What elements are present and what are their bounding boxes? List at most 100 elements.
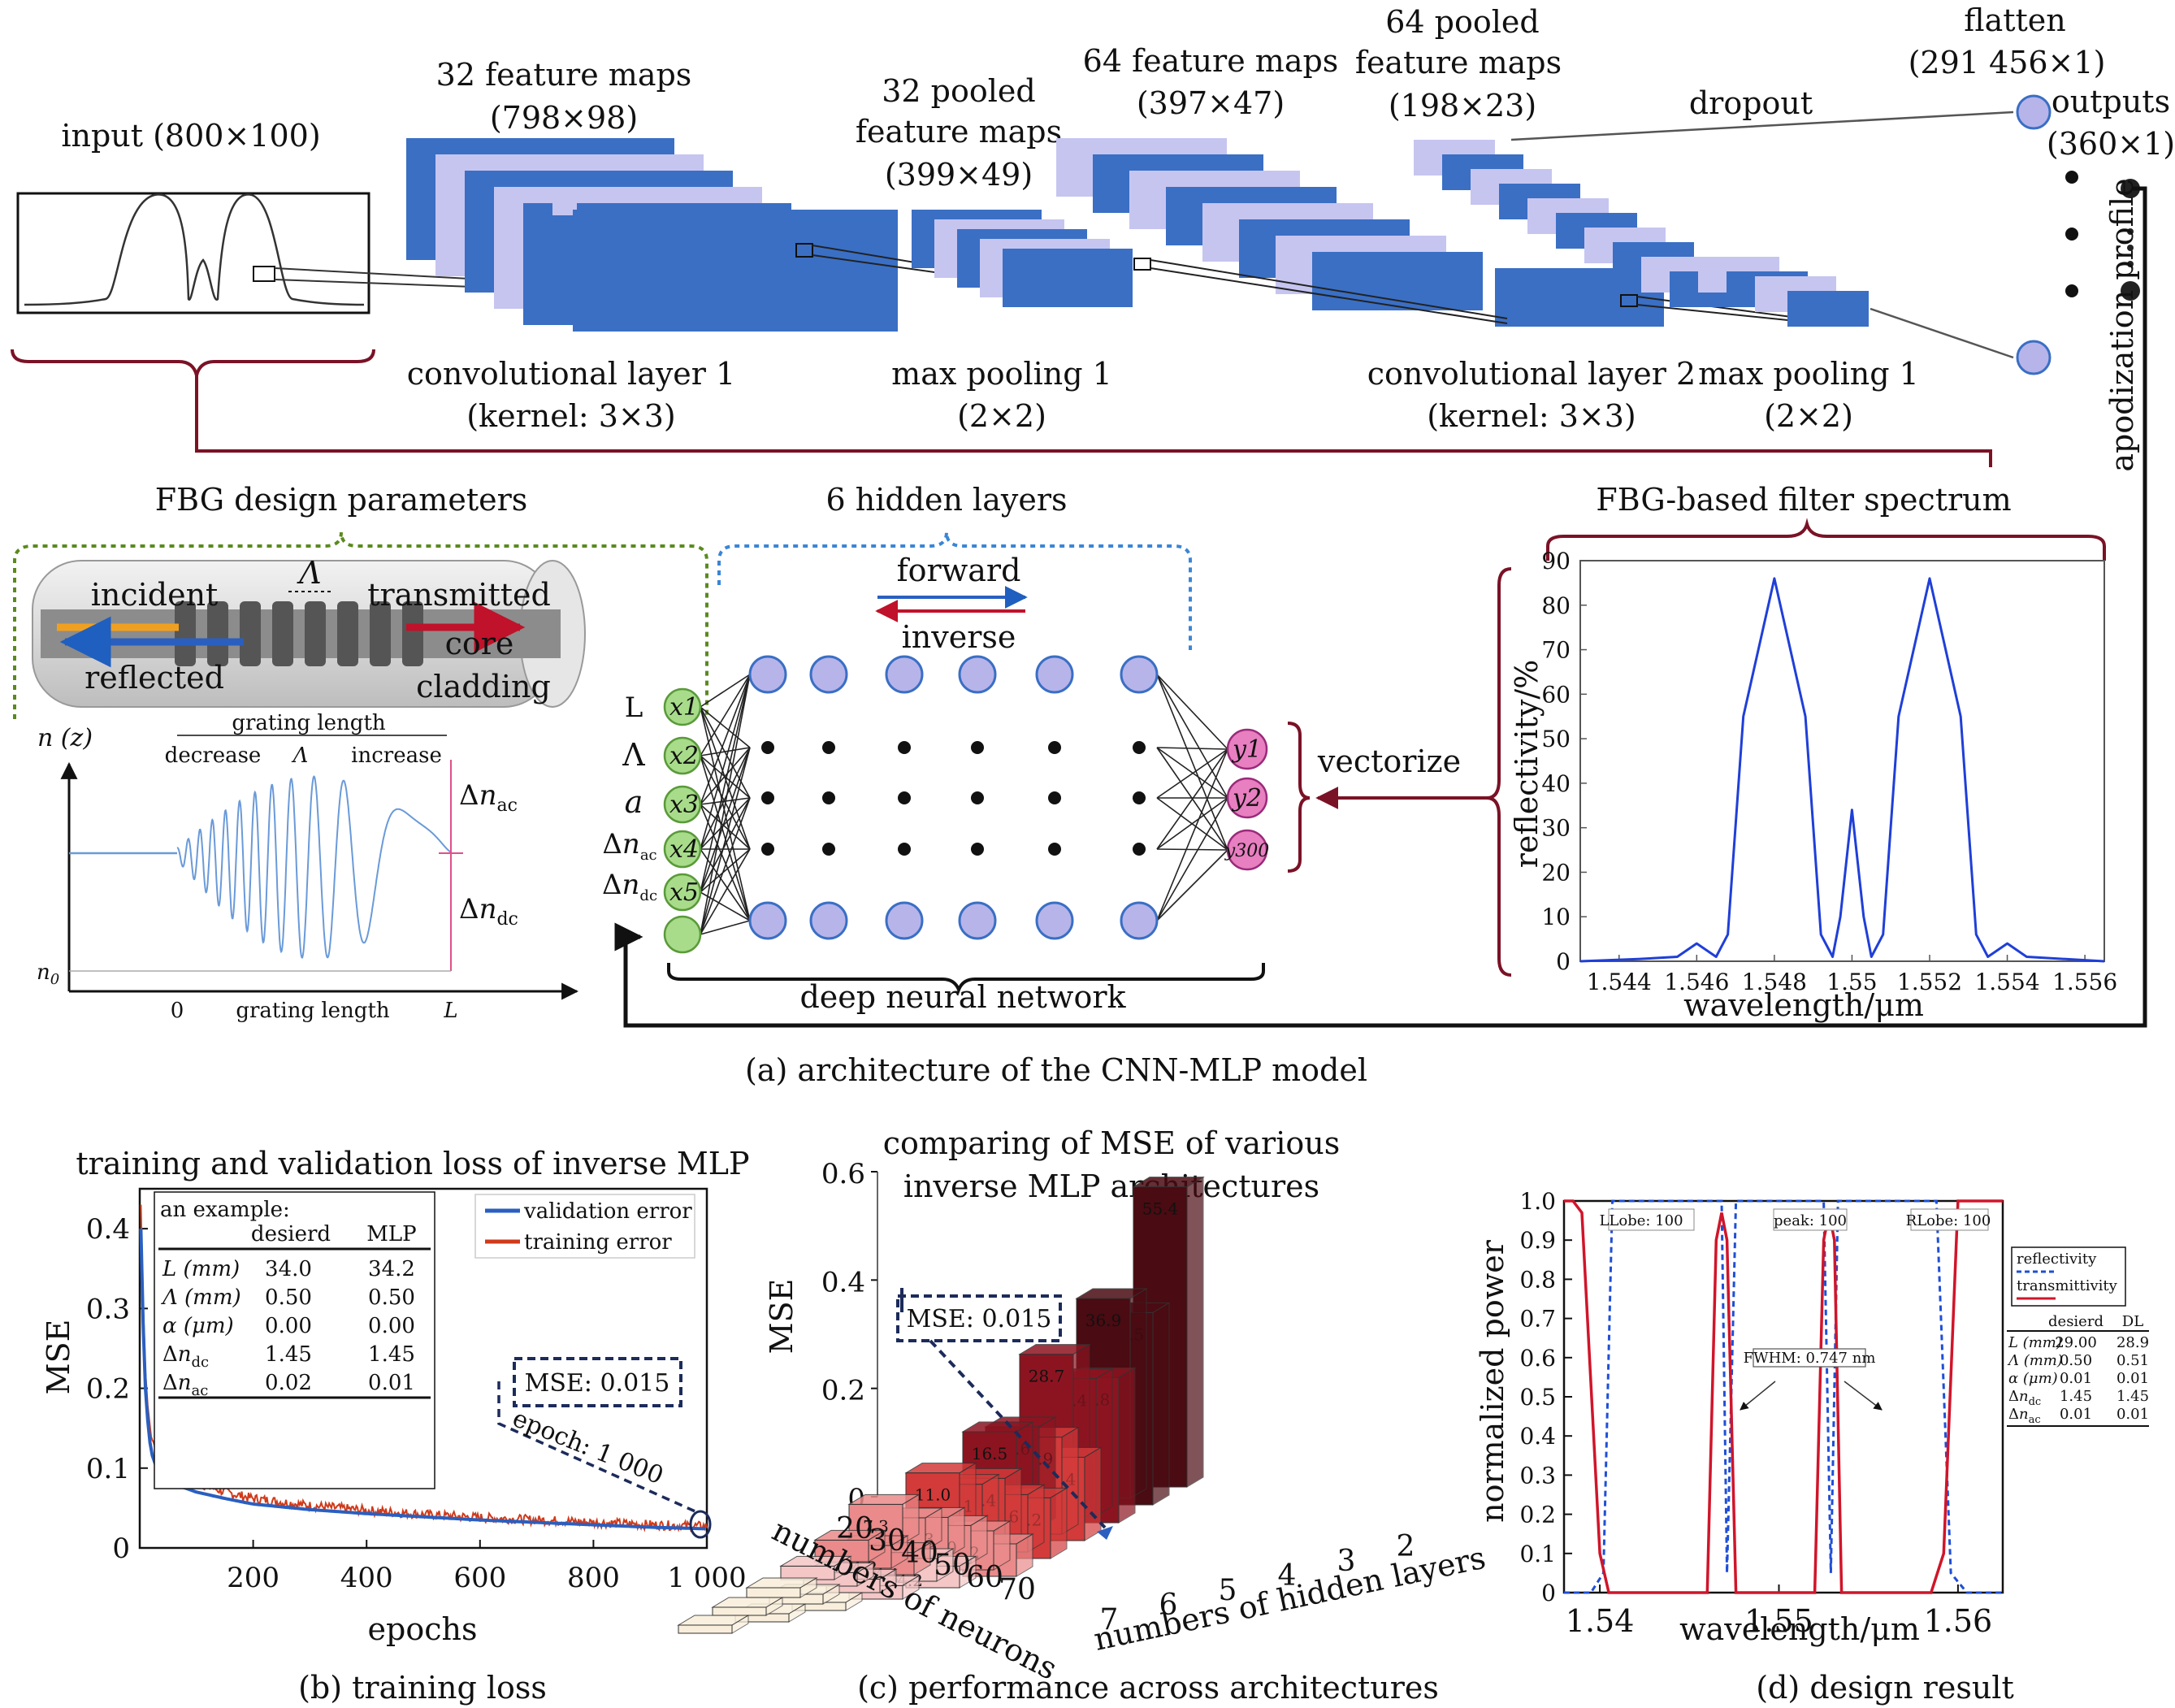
bar-value-label: 28.7 (1029, 1367, 1065, 1386)
pool32-size: (399×49) (885, 157, 1033, 193)
mlp-edge (700, 706, 751, 850)
hidden-node (809, 901, 848, 940)
design-ytick-label: 0.6 (1519, 1345, 1556, 1372)
inset-heading: an example: (160, 1198, 290, 1222)
bar-front (746, 1587, 801, 1598)
feature-map (1312, 252, 1483, 310)
output-node-label: y300 (1224, 841, 1269, 861)
pool2-label: max pooling 1 (1698, 356, 1919, 392)
loss-ytick-label: 0.1 (86, 1453, 130, 1485)
arch-bar-chart: 00.20.40.655.435.536.926.825.428.715.417… (677, 1158, 1415, 1636)
table-dl: 1.45 (2117, 1388, 2149, 1405)
arch-ztick-label: 0.2 (821, 1375, 865, 1407)
bar-side (834, 1555, 851, 1580)
apodization-label: apodization profile (2104, 178, 2140, 471)
bar-side (902, 1493, 920, 1545)
bar-side (1084, 1446, 1102, 1541)
inset-mlp: 0.00 (368, 1314, 415, 1338)
bar-value-label: 36.9 (1085, 1311, 1122, 1330)
mlp-section: 6 hidden layers forward inverse (602, 482, 1487, 1015)
bar-side (822, 1584, 840, 1605)
spectrum-top-brace (1546, 518, 2106, 561)
fm32-size: (798×98) (490, 100, 638, 136)
bar-side (765, 1597, 783, 1616)
mlp-edge (700, 797, 751, 893)
arch-ztick-label: 0.6 (821, 1158, 865, 1190)
mse-pointer-c-head (1097, 1526, 1113, 1540)
table-desired: 0.50 (2060, 1352, 2092, 1369)
apodization-feedback (614, 186, 2147, 1028)
inset-desired: 0.00 (265, 1314, 312, 1338)
spectrum-section: FBG-based filter spectrum 01020304050607… (1486, 482, 2117, 1023)
inset-col: MLP (366, 1222, 416, 1246)
dnn-label: deep neural network (799, 979, 1126, 1015)
dropout-line (1510, 111, 2014, 141)
pool2-stack (1414, 140, 1869, 327)
loss-xtick-label: 1 000 (667, 1562, 746, 1594)
loss-frame (138, 1187, 708, 1550)
hidden-dot (822, 791, 835, 804)
epoch-note: epoch: 1 000 (509, 1404, 667, 1490)
design-xtick-label: 1.55 (1744, 1603, 1813, 1639)
fwhm-arrow (1844, 1381, 1883, 1411)
table-desired: 0.01 (2060, 1406, 2092, 1423)
table-col: DL (2122, 1313, 2143, 1330)
inset-param: L (mm) (162, 1257, 240, 1281)
pool2-size: (2×2) (1764, 398, 1853, 434)
mlp-edge (700, 747, 751, 850)
pool32-label-1: 32 pooled (882, 73, 1035, 109)
inset-col: desierd (251, 1222, 331, 1246)
flatten-dot (2065, 284, 2078, 297)
grating-length-axis: grating length (236, 999, 390, 1023)
panel-c: comparing of MSE of various inverse MLP … (677, 1125, 1488, 1687)
table-param-dnac: Δnac (2008, 1406, 2041, 1426)
hidden-node (958, 655, 997, 694)
input-node-x4 (663, 830, 702, 869)
bar-front (712, 1606, 767, 1616)
arch-ylabel: numbers of hidden layers (1090, 1540, 1488, 1658)
table-param: Λ (mm) (2007, 1352, 2063, 1369)
legend-box (2011, 1246, 2126, 1307)
design-ytick-label: 0.4 (1519, 1423, 1556, 1450)
input-kernel-window (253, 266, 275, 282)
bar-side (1118, 1367, 1136, 1524)
arch-zlabel: MSE (764, 1279, 799, 1355)
loss-ylabel: MSE (41, 1320, 76, 1395)
loss-xlabel: epochs (368, 1611, 478, 1647)
output-node-y300 (1226, 829, 1268, 871)
pooled-map (1003, 249, 1133, 307)
fwhm-label: FWHM: 0.747 nm (1744, 1350, 1876, 1367)
fbg-bracket (13, 531, 708, 719)
param-label-dnac: Δnac (602, 828, 656, 864)
reflected-label: reflected (84, 660, 224, 696)
input-node-x2 (663, 736, 702, 775)
bar-side (1016, 1533, 1033, 1577)
legend-label-training: training error (524, 1230, 672, 1255)
input-node-x1 (663, 687, 702, 726)
zero-label: 0 (171, 999, 184, 1023)
spectrum-xtick-label: 1.55 (1826, 969, 1877, 995)
bar-side (970, 1515, 988, 1564)
design-xtick-label: 1.54 (1566, 1603, 1635, 1639)
bar-side (799, 1577, 817, 1598)
layers-tick-label: 4 (1278, 1559, 1297, 1593)
L-label: L (443, 999, 457, 1023)
bar-side (845, 1592, 863, 1611)
mlp-edge (1156, 748, 1228, 799)
spectrum-ytick-label: 0 (1556, 948, 1571, 975)
design-ytick-label: 0.1 (1519, 1541, 1556, 1567)
pooled-map (1787, 291, 1869, 327)
mlp-edge (1156, 848, 1228, 851)
n0-label: n0 (37, 960, 59, 988)
loss-xtick-label: 800 (567, 1562, 620, 1594)
hidden-dot (1048, 791, 1061, 804)
bar-side (947, 1506, 965, 1558)
mlp-edge (700, 804, 751, 850)
cladding-label: cladding (416, 669, 551, 704)
grating-element (305, 601, 326, 666)
bar-side (731, 1615, 749, 1634)
index-profile: n (z) grating length decrease Λ increase… (37, 711, 579, 1023)
output-node-y1 (1226, 728, 1268, 770)
core-label: core (445, 626, 514, 661)
layers-tick-label: 2 (1397, 1530, 1415, 1563)
